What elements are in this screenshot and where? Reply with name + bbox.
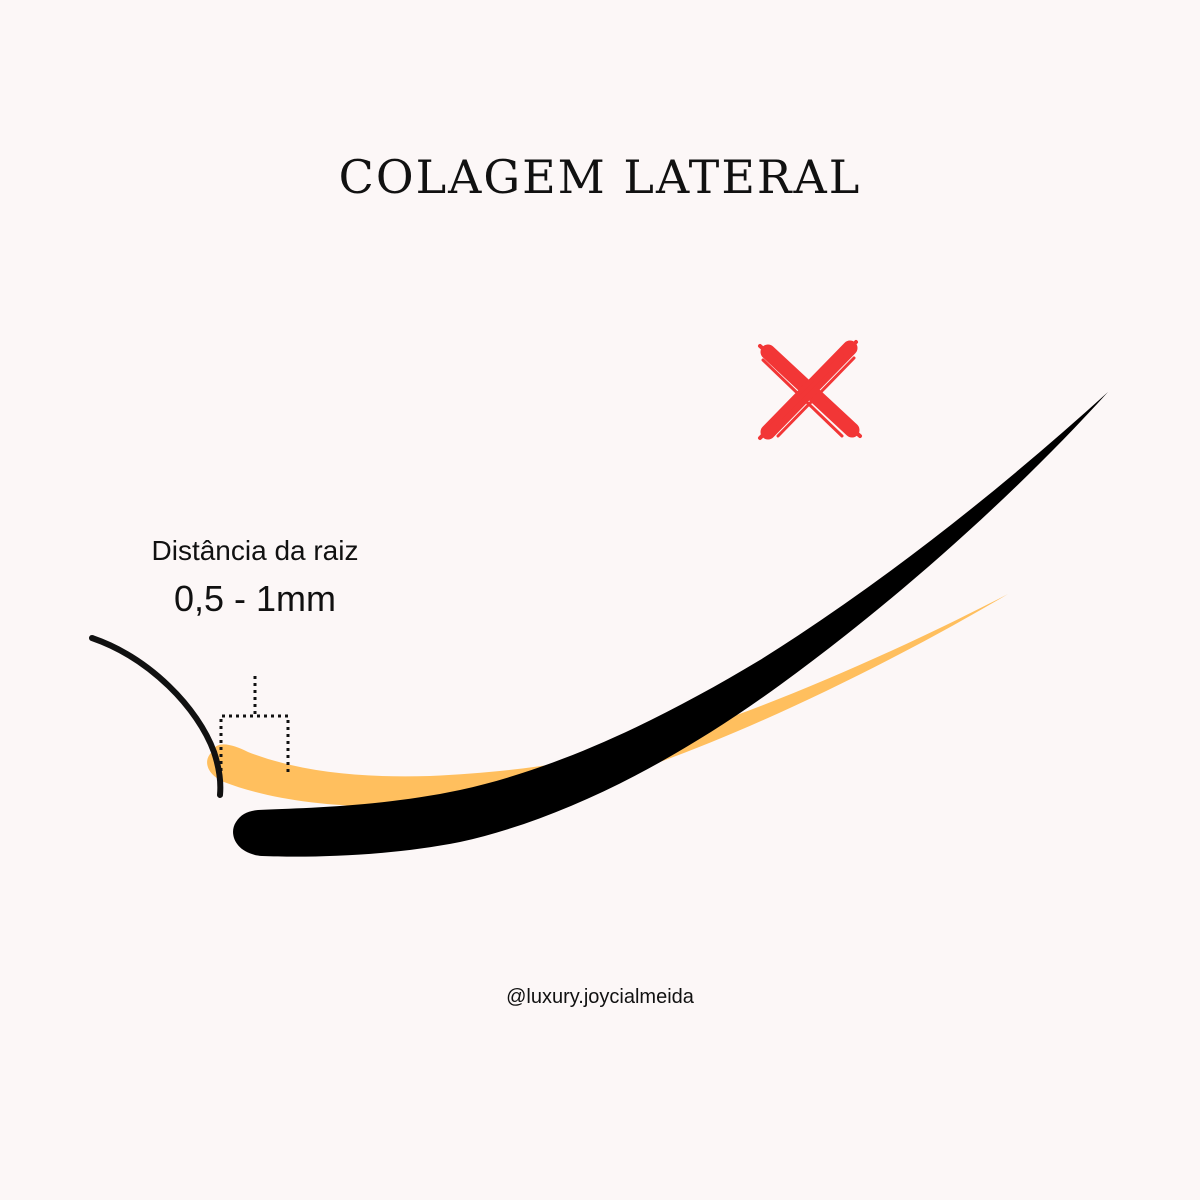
- author-handle: @luxury.joycialmeida: [506, 986, 694, 1008]
- x-mark-icon: [758, 340, 862, 440]
- lash-extension: [233, 392, 1109, 857]
- root-distance-value: 0,5 - 1mm: [173, 578, 337, 619]
- root-distance-label: Distância da raiz: [151, 535, 359, 566]
- page-title: COLAGEM LATERAL: [338, 150, 862, 204]
- eyelid-curve: [89, 635, 224, 798]
